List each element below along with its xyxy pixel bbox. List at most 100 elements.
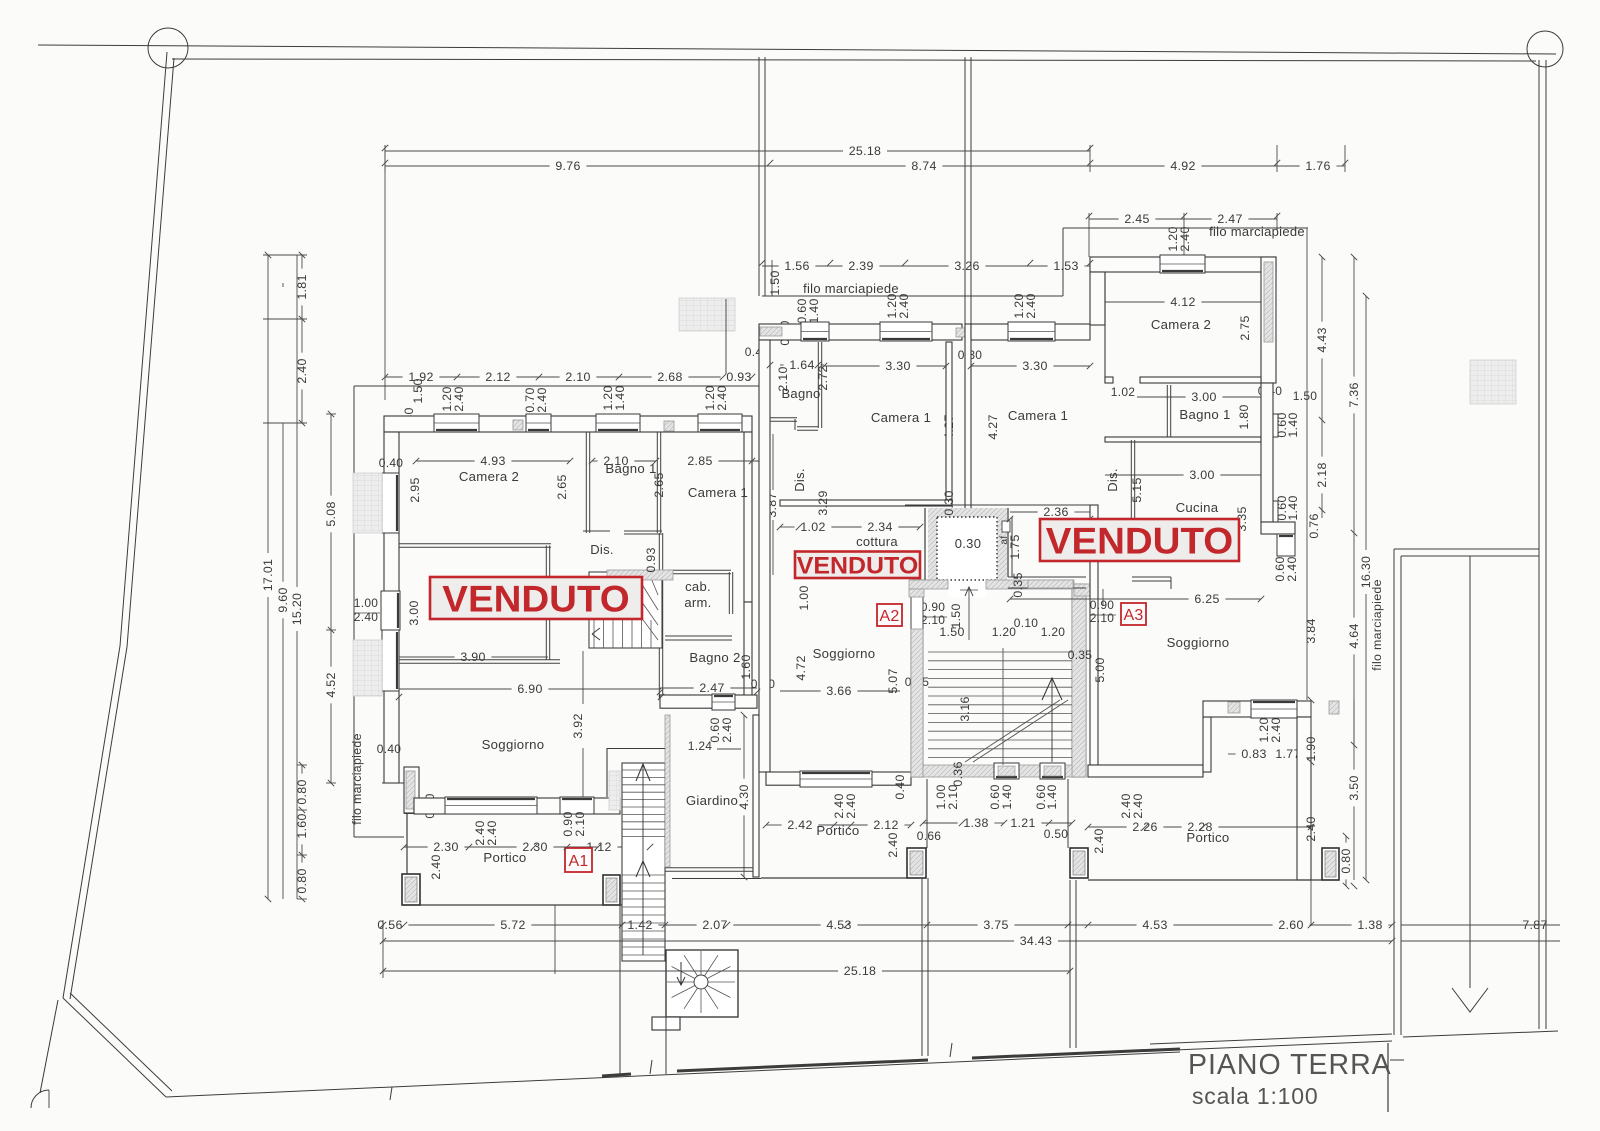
svg-text:3.00: 3.00	[1191, 390, 1216, 404]
svg-text:Camera 2: Camera 2	[459, 469, 519, 484]
svg-text:1.40: 1.40	[1045, 784, 1059, 809]
svg-text:0.30: 0.30	[955, 536, 982, 551]
svg-text:0.90: 0.90	[561, 811, 575, 836]
svg-text:2.40: 2.40	[1092, 828, 1106, 853]
svg-text:1.64: 1.64	[789, 358, 814, 372]
svg-text:filo marciapiede: filo marciapiede	[350, 733, 364, 825]
svg-text:2.30: 2.30	[522, 840, 547, 854]
svg-text:1.02: 1.02	[800, 520, 825, 534]
svg-text:2.40: 2.40	[844, 793, 858, 818]
svg-text:4.53: 4.53	[1142, 918, 1167, 932]
svg-text:3.16: 3.16	[958, 696, 972, 721]
svg-text:2.40: 2.40	[535, 387, 549, 412]
svg-text:0.60: 0.60	[1275, 495, 1289, 520]
svg-text:arm.: arm.	[684, 595, 711, 610]
svg-text:1.50: 1.50	[939, 625, 964, 639]
svg-text:2.10: 2.10	[946, 784, 960, 809]
svg-text:0.60: 0.60	[708, 717, 722, 742]
svg-text:2.68: 2.68	[657, 370, 682, 384]
svg-text:6.25: 6.25	[1194, 592, 1219, 606]
svg-text:2.40: 2.40	[1285, 556, 1299, 581]
svg-text:0.66: 0.66	[917, 829, 942, 843]
svg-text:9.76: 9.76	[555, 159, 580, 173]
svg-text:2.40: 2.40	[295, 358, 309, 383]
svg-text:25.18: 25.18	[849, 144, 882, 158]
svg-text:1.50: 1.50	[1293, 389, 1318, 403]
svg-text:1.20: 1.20	[703, 385, 717, 410]
svg-text:3.30: 3.30	[1022, 359, 1047, 373]
svg-text:0.90: 0.90	[1090, 598, 1115, 612]
svg-text:3.00: 3.00	[407, 600, 421, 625]
svg-text:3.26: 3.26	[954, 259, 979, 273]
svg-text:cottura: cottura	[856, 534, 898, 549]
svg-text:5.15: 5.15	[1130, 477, 1144, 502]
svg-text:1.40: 1.40	[1286, 495, 1300, 520]
svg-text:0.93: 0.93	[644, 547, 658, 572]
svg-text:af: af	[999, 536, 1010, 545]
svg-text:2.30: 2.30	[433, 840, 458, 854]
svg-text:1.60: 1.60	[739, 654, 753, 679]
svg-text:Giardino: Giardino	[686, 793, 738, 808]
svg-text:1.20: 1.20	[885, 293, 899, 318]
svg-text:1.50: 1.50	[768, 270, 782, 295]
svg-text:Bagno 1: Bagno 1	[605, 461, 656, 476]
svg-text:2.40: 2.40	[715, 385, 729, 410]
svg-text:0.76: 0.76	[1307, 513, 1321, 538]
svg-text:0.70: 0.70	[523, 387, 537, 412]
svg-text:1.40: 1.40	[807, 298, 821, 323]
svg-text:4.27: 4.27	[986, 414, 1000, 439]
svg-text:Soggiorno: Soggiorno	[813, 646, 876, 661]
svg-text:0.35: 0.35	[1068, 648, 1093, 662]
svg-text:Bagno: Bagno	[781, 386, 820, 401]
svg-text:Portico: Portico	[1186, 830, 1229, 845]
svg-text:1.00: 1.00	[934, 784, 948, 809]
svg-text:2.40: 2.40	[452, 386, 466, 411]
svg-text:2.40: 2.40	[1304, 816, 1318, 841]
svg-text:4.30: 4.30	[737, 784, 751, 809]
svg-text:2.40: 2.40	[354, 610, 379, 624]
svg-text:1.90: 1.90	[1304, 736, 1318, 761]
svg-text:Camera 2: Camera 2	[1151, 317, 1211, 332]
svg-text:4.64: 4.64	[1347, 623, 1361, 648]
svg-text:1.75: 1.75	[1008, 534, 1022, 559]
svg-text:4.53: 4.53	[826, 918, 851, 932]
svg-text:2.10: 2.10	[1090, 611, 1115, 625]
svg-text:1.42: 1.42	[627, 918, 652, 932]
svg-text:0.40: 0.40	[377, 742, 402, 756]
svg-text:2.85: 2.85	[687, 454, 712, 468]
svg-text:9.60: 9.60	[276, 587, 290, 612]
svg-text:4.92: 4.92	[1170, 159, 1195, 173]
svg-text:1.77: 1.77	[1275, 747, 1300, 761]
svg-text:6.90: 6.90	[517, 682, 542, 696]
svg-text:0.60: 0.60	[1275, 412, 1289, 437]
svg-text:1.20: 1.20	[440, 386, 454, 411]
svg-text:7.36: 7.36	[1347, 382, 1361, 407]
svg-text:2.12: 2.12	[485, 370, 510, 384]
svg-text:2.10: 2.10	[776, 366, 790, 391]
svg-text:2.10: 2.10	[573, 811, 587, 836]
svg-text:1.24: 1.24	[688, 739, 713, 753]
svg-text:0.35: 0.35	[1011, 572, 1025, 597]
svg-text:0.80: 0.80	[295, 868, 309, 893]
svg-text:2.40: 2.40	[1131, 793, 1145, 818]
svg-text:1.20: 1.20	[601, 385, 615, 410]
svg-text:2.07: 2.07	[702, 918, 727, 932]
svg-text:5.08: 5.08	[324, 501, 338, 526]
svg-text:2.34: 2.34	[867, 520, 892, 534]
svg-text:Cucina: Cucina	[1176, 500, 1219, 515]
svg-text:3.92: 3.92	[571, 713, 585, 738]
svg-text:3.75: 3.75	[983, 918, 1008, 932]
svg-text:Soggiorno: Soggiorno	[1167, 635, 1230, 650]
svg-text:A1: A1	[569, 853, 589, 870]
svg-text:16.30: 16.30	[1359, 556, 1373, 589]
svg-text:A3: A3	[1124, 607, 1144, 624]
svg-text:0.60: 0.60	[1034, 784, 1048, 809]
svg-text:2.60: 2.60	[1278, 918, 1303, 932]
svg-text:scala 1:100: scala 1:100	[1192, 1083, 1318, 1109]
svg-text:VENDUTO: VENDUTO	[1046, 520, 1233, 561]
svg-text:1.20: 1.20	[1257, 717, 1271, 742]
svg-text:5.72: 5.72	[500, 918, 525, 932]
svg-text:0.83: 0.83	[1241, 747, 1266, 761]
svg-text:1.40: 1.40	[613, 385, 627, 410]
svg-text:2.40: 2.40	[485, 820, 499, 845]
